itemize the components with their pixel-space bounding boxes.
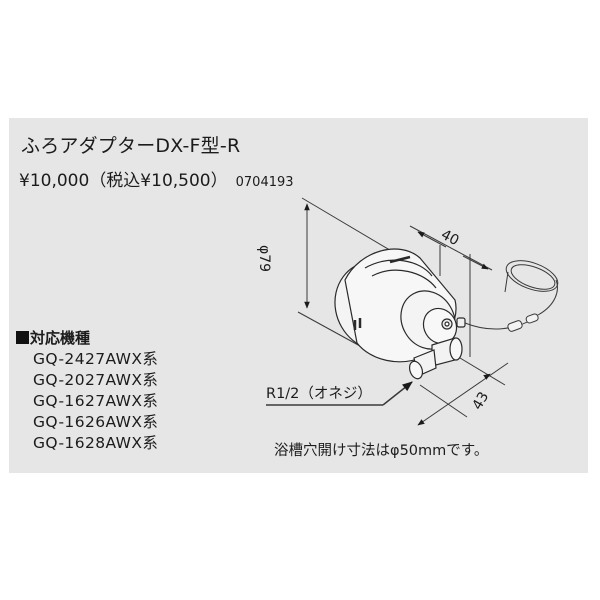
model-item: GQ-1627AWX系 bbox=[33, 392, 159, 410]
product-spec-panel bbox=[9, 118, 588, 473]
price-row: ¥10,000（税込¥10,500） 0704193 bbox=[19, 166, 294, 191]
thread-spec-label: R1/2（オネジ） bbox=[266, 386, 372, 402]
model-item: GQ-1626AWX系 bbox=[33, 413, 159, 431]
model-list: GQ-2427AWX系 GQ-2027AWX系 GQ-1627AWX系 GQ-1… bbox=[16, 349, 158, 454]
price: ¥10,000 bbox=[19, 171, 90, 191]
installation-note: 浴槽穴開け寸法はφ50mmです。 bbox=[274, 443, 489, 459]
adapter-technical-drawing bbox=[266, 197, 559, 426]
sensor-cable bbox=[464, 260, 559, 332]
black-square-icon bbox=[16, 330, 29, 344]
model-item: GQ-1628AWX系 bbox=[33, 434, 159, 452]
price-with-tax: （税込¥10,500） bbox=[89, 171, 228, 191]
model-item: GQ-2027AWX系 bbox=[33, 371, 159, 389]
product-code: 0704193 bbox=[235, 175, 294, 190]
depth-dimension bbox=[409, 225, 493, 357]
compatible-models-heading-label: 対応機種 bbox=[30, 328, 91, 347]
diameter-label: φ79 bbox=[256, 245, 272, 273]
compatible-models-heading: 対応機種 bbox=[16, 327, 158, 347]
product-title: ふろアダプターDX-F型-R bbox=[21, 135, 241, 157]
compatible-models: 対応機種 GQ-2427AWX系 GQ-2027AWX系 GQ-1627AWX系… bbox=[16, 327, 158, 454]
adapter-body bbox=[334, 248, 466, 380]
fitting-dimension bbox=[417, 354, 509, 426]
thread-callout bbox=[266, 381, 413, 406]
model-item: GQ-2427AWX系 bbox=[33, 350, 159, 368]
